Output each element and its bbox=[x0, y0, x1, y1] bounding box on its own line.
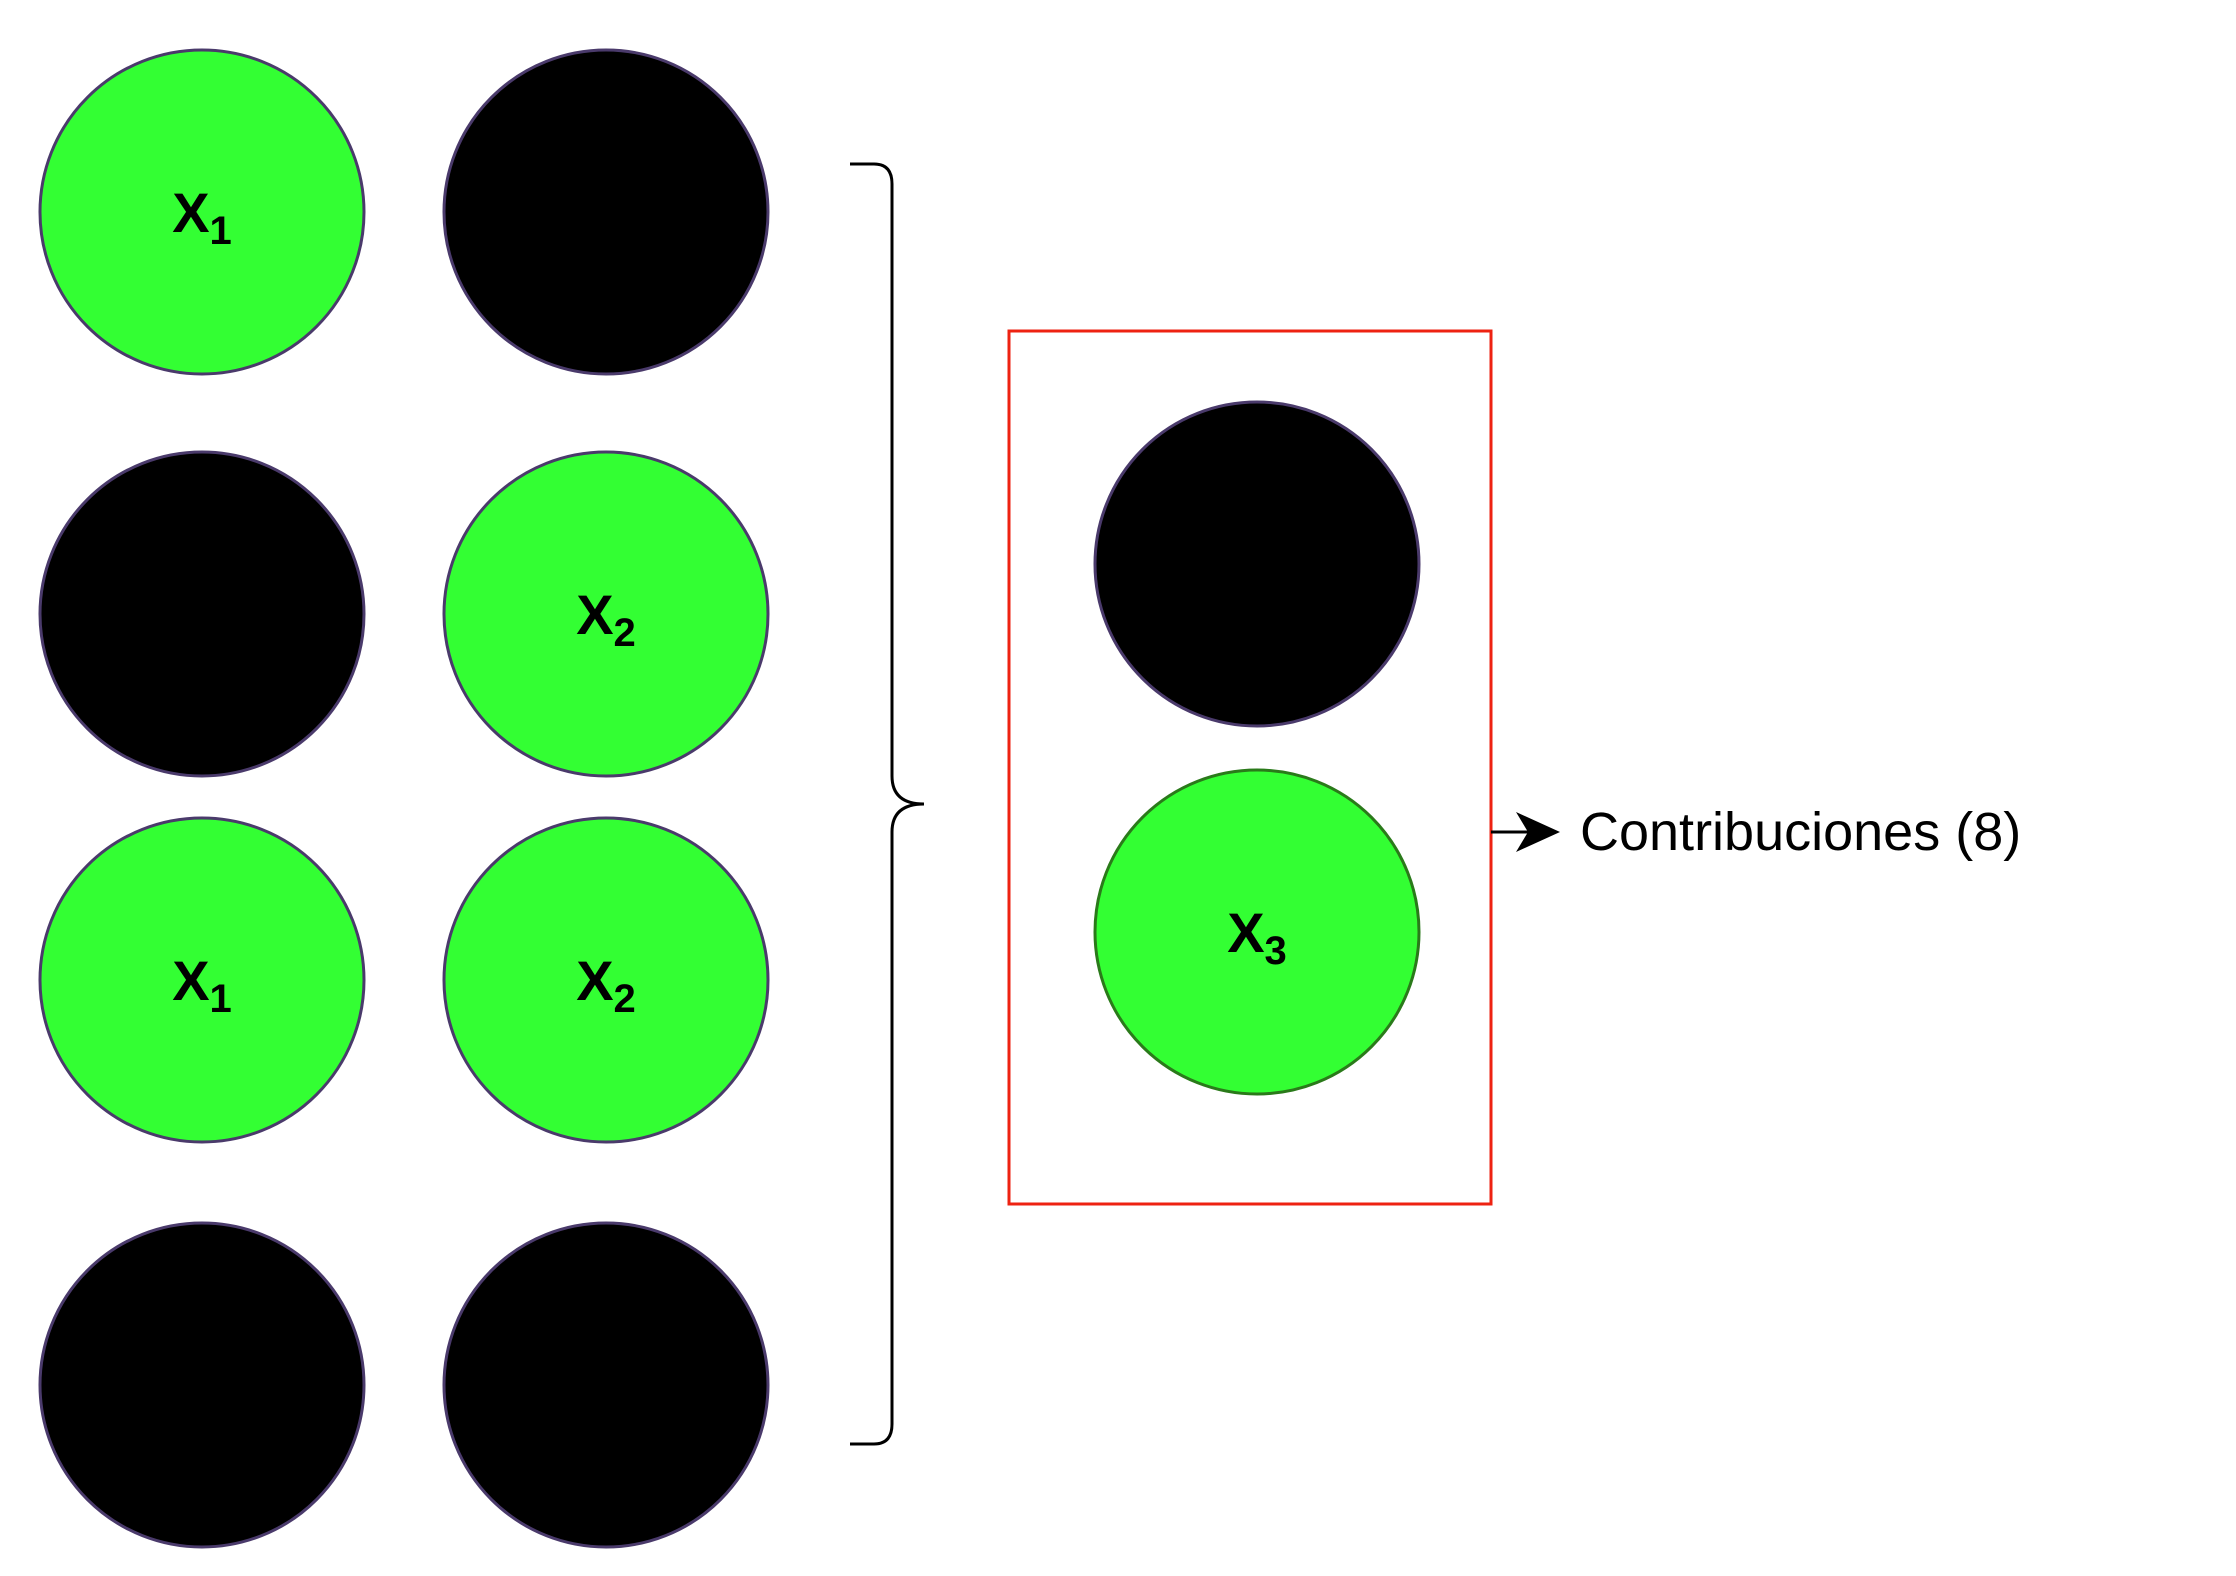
box-node-2-circle bbox=[1093, 768, 1421, 1096]
grid-node-r3-c2-circle bbox=[442, 816, 770, 1144]
grid-node-r2-c2: X2 bbox=[442, 450, 770, 778]
grid-node-r2-c1 bbox=[38, 450, 366, 778]
grid-node-r3-c2: X2 bbox=[442, 816, 770, 1144]
grid-node-r3-c2-label: X2 bbox=[576, 949, 636, 1021]
highlight-box-nodes: X3 bbox=[1093, 400, 1421, 1096]
grid-node-r4-c1-circle bbox=[38, 1221, 366, 1549]
grid-node-r2-c2-label: X2 bbox=[576, 583, 636, 655]
right-curly-brace-icon bbox=[850, 162, 925, 1446]
box-node-1 bbox=[1093, 400, 1421, 728]
grid-node-r4-c1 bbox=[38, 1221, 366, 1549]
box-node-2-label: X3 bbox=[1227, 901, 1287, 973]
grid-node-r2-c2-circle bbox=[442, 450, 770, 778]
grid-node-r4-c2 bbox=[442, 1221, 770, 1549]
grid-node-r1-c1-circle bbox=[38, 48, 366, 376]
grid-node-r1-c2 bbox=[442, 48, 770, 376]
box-node-2: X3 bbox=[1093, 768, 1421, 1096]
arrow-right-icon bbox=[1491, 812, 1560, 852]
grid-node-r1-c1-label: X1 bbox=[172, 181, 232, 253]
grid-node-r1-c2-circle bbox=[442, 48, 770, 376]
box-node-1-circle bbox=[1093, 400, 1421, 728]
grid-node-r3-c1-circle bbox=[38, 816, 366, 1144]
grid-node-r4-c2-circle bbox=[442, 1221, 770, 1549]
grid-node-r1-c1: X1 bbox=[38, 48, 366, 376]
output-label: Contribuciones (8) bbox=[1580, 802, 2021, 862]
grid-node-r2-c1-circle bbox=[38, 450, 366, 778]
arrow-head bbox=[1516, 812, 1560, 852]
highlight-box bbox=[1007, 329, 1493, 1206]
grid-node-r3-c1: X1 bbox=[38, 816, 366, 1144]
grid-node-r3-c1-label: X1 bbox=[172, 949, 232, 1021]
